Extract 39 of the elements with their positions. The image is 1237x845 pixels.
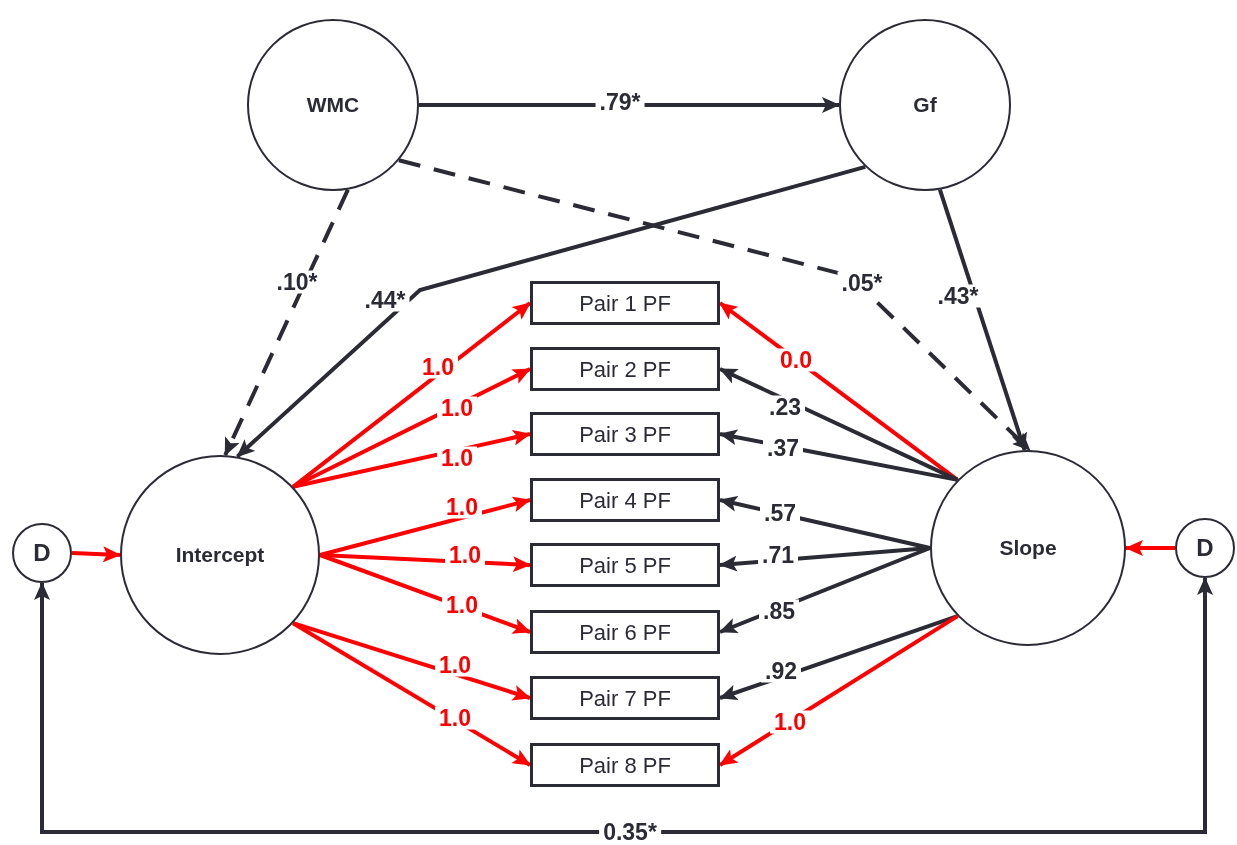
edge-label: .71 xyxy=(758,543,798,567)
indicator-box xyxy=(530,543,720,587)
node-label: Pair 8 PF xyxy=(579,751,671,780)
node-label: WMC xyxy=(306,92,360,119)
node-label: Pair 3 PF xyxy=(579,420,671,449)
node-label: Pair 7 PF xyxy=(579,684,671,713)
node-label: Intercept xyxy=(175,542,265,569)
arrow xyxy=(1125,540,1175,556)
node-label: Pair 1 PF xyxy=(579,289,671,318)
edge-label: 1.0 xyxy=(445,543,485,567)
indicator-box xyxy=(530,610,720,654)
node-label: Pair 6 PF xyxy=(579,618,671,647)
arrow xyxy=(419,97,840,113)
arrow xyxy=(398,158,1032,452)
indicator-box xyxy=(530,478,720,522)
edge-label: 1.0 xyxy=(437,396,477,420)
node-label: Gf xyxy=(913,92,937,119)
arrow xyxy=(34,577,1213,834)
edge-label: 1.0 xyxy=(770,710,810,734)
indicator-box xyxy=(530,743,720,787)
node-label: D xyxy=(1196,533,1214,563)
indicator-box xyxy=(530,412,720,456)
arrow xyxy=(236,164,866,458)
edge-label: 0.0 xyxy=(776,348,816,372)
edge-label: .92 xyxy=(761,659,801,683)
arrow xyxy=(319,496,531,557)
node-label: Slope xyxy=(999,535,1057,562)
edge-label: 1.0 xyxy=(435,706,475,730)
indicator-box xyxy=(530,347,720,391)
indicator-box xyxy=(530,281,720,325)
arrow xyxy=(292,429,531,489)
indicator-box xyxy=(530,676,720,720)
node-label: Pair 2 PF xyxy=(579,355,671,384)
node-label: Pair 4 PF xyxy=(579,486,671,515)
arrow xyxy=(938,189,1027,452)
node-label: D xyxy=(33,538,51,568)
edge-label: 1.0 xyxy=(442,593,482,617)
node-label: Pair 5 PF xyxy=(579,551,671,580)
arrow xyxy=(71,546,121,563)
